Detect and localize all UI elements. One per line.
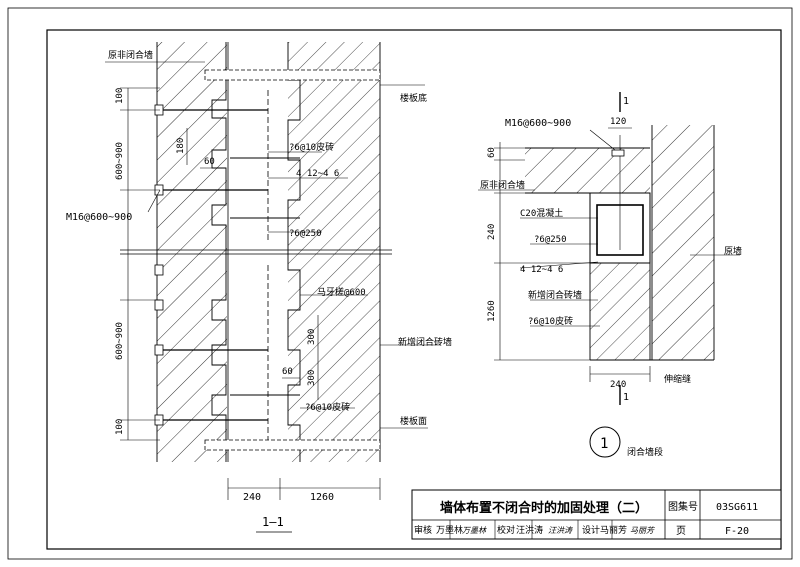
detail-w240: 240 xyxy=(610,380,626,390)
anchor-label: M16@600~900 xyxy=(66,212,132,223)
dim-600-900-low: 600~900 xyxy=(115,322,125,360)
page-no: F-20 xyxy=(725,526,749,537)
design-label: 设计 xyxy=(582,524,600,536)
design-name: 马丽芳 xyxy=(600,524,627,536)
page-label: 页 xyxy=(676,525,686,537)
dim-w240: 240 xyxy=(243,492,261,503)
title-block-frame xyxy=(411,489,782,540)
tie-bar-label-2: ?6@10皮砖 xyxy=(305,401,350,413)
review-name: 万墨林 xyxy=(436,524,463,536)
anchor-plate xyxy=(611,149,625,157)
review-signature: 万墨林 xyxy=(462,526,487,535)
sheet-title: 墙体布置不闭合时的加固处理（二） xyxy=(440,500,648,516)
outer-frame xyxy=(7,7,793,560)
section-view: 原非闭合墙 楼板底 楼板面 新增闭合砖墙 M16@600~900 ?6@10皮砖… xyxy=(66,42,452,533)
toothing-right xyxy=(287,42,301,462)
detail-d240: 240 xyxy=(487,224,497,240)
slab-top xyxy=(204,69,381,81)
atlas-label: 图集号 xyxy=(668,500,698,513)
inner-frame xyxy=(46,29,782,550)
dim-300b: 300 xyxy=(307,370,317,386)
floor-bottom-label: 楼板底 xyxy=(400,92,427,104)
atlas-no: 03SG611 xyxy=(716,502,758,513)
dim-60: 60 xyxy=(204,157,215,167)
dim-100-low: 100 xyxy=(115,419,125,435)
detail-index-circle xyxy=(589,426,621,458)
check-name: 汪洪涛 xyxy=(516,524,543,536)
detail-anchor-label: M16@600~900 xyxy=(505,118,571,129)
check-signature: 汪洪涛 xyxy=(548,526,573,535)
slab-bottom xyxy=(204,439,381,451)
new-wall-hatch xyxy=(288,42,380,462)
detail-concrete-label: C20混凝土 xyxy=(520,207,563,219)
section-mark-top: 1 xyxy=(623,96,629,107)
anchor-plate-5 xyxy=(154,264,164,276)
dim-100-top: 100 xyxy=(115,88,125,104)
detail-d120: 120 xyxy=(610,117,626,127)
dim-300a: 300 xyxy=(307,329,317,345)
toothing-left xyxy=(211,42,227,462)
anchor-leader xyxy=(589,129,616,151)
column-core xyxy=(228,42,286,462)
orig-wall-right-hatch xyxy=(652,125,714,360)
detail-view: 1 1 M16@600~900 120 60 原非闭合墙 C20混凝土 240 … xyxy=(478,92,742,458)
detail-stirrup-label: ?6@250 xyxy=(534,235,567,245)
dim-60b: 60 xyxy=(282,367,293,377)
leader-long-bars xyxy=(519,261,599,269)
dim-180: 180 xyxy=(176,138,186,154)
orig-wall-top-hatch xyxy=(525,148,650,193)
orig-wall-label: 原非闭合墙 xyxy=(108,49,153,61)
new-wall-label: 新增闭合砖墙 xyxy=(398,336,452,348)
toothing-label: 马牙槎@600 xyxy=(317,286,366,298)
section-mark-bottom: 1 xyxy=(623,392,629,403)
detail-long-bars-label: 4 12~4 6 xyxy=(520,265,563,275)
detail-d1260: 1260 xyxy=(487,300,497,322)
original-wall-left-hatch xyxy=(157,42,227,462)
anchor-plate-3 xyxy=(154,344,164,356)
anchor-plate-6 xyxy=(154,299,164,311)
detail-orig-wall-right-label: 原墙 xyxy=(724,245,742,257)
tie-bar-label: ?6@10皮砖 xyxy=(289,141,334,153)
section-label: 1—1 xyxy=(262,515,284,529)
leader-anchor xyxy=(147,189,161,213)
detail-orig-wall-label: 原非闭合墙 xyxy=(480,179,525,191)
dim-600-900-top: 600~900 xyxy=(115,142,125,180)
detail-tie-bar-label: ?6@10皮砖 xyxy=(528,315,573,327)
long-bars-label: 4 12~4 6 xyxy=(296,169,339,179)
detail-new-wall-label: 新增闭合砖墙 xyxy=(528,289,582,301)
detail-d60: 60 xyxy=(487,147,497,158)
check-label: 校对 xyxy=(497,524,515,536)
detail-index-no: 1 xyxy=(600,436,608,452)
new-brick-wall-hatch xyxy=(590,263,650,360)
dim-w1260: 1260 xyxy=(310,492,334,503)
title-block: 墙体布置不闭合时的加固处理（二） 图集号 03SG611 页 F-20 审核 万… xyxy=(411,489,782,540)
stirrup-label: ?6@250 xyxy=(289,229,322,239)
detail-caption: 闭合墙段 xyxy=(627,446,663,458)
design-signature: 马丽芳 xyxy=(630,526,656,535)
floor-top-label: 楼板面 xyxy=(400,415,427,427)
detail-joint-label: 伸缩缝 xyxy=(664,373,691,385)
review-label: 审核 xyxy=(414,524,432,536)
